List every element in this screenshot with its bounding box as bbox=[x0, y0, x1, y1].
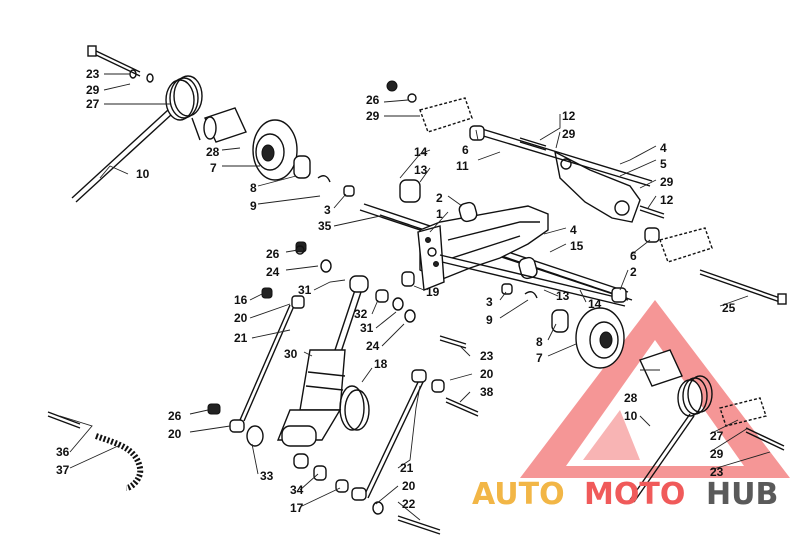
callout-label: 6 bbox=[462, 143, 469, 157]
callout-label: 26 bbox=[266, 247, 280, 261]
shock-absorber bbox=[276, 275, 370, 447]
callout-label: 10 bbox=[624, 409, 638, 423]
triangle-logo-icon bbox=[520, 300, 790, 478]
callout-label: 32 bbox=[354, 307, 368, 321]
callout-label: 29 bbox=[660, 175, 674, 189]
right-spacer-tube bbox=[639, 349, 683, 387]
long-bolt bbox=[699, 269, 787, 305]
rubber-bumper bbox=[47, 411, 144, 491]
callout-label: 4 bbox=[570, 223, 577, 237]
callout-label: 24 bbox=[366, 339, 380, 353]
callout-label: 23 bbox=[710, 465, 724, 479]
link-rod bbox=[351, 369, 427, 501]
bolt bbox=[745, 427, 785, 451]
callout-label: 23 bbox=[86, 67, 100, 81]
callout-label: 3 bbox=[324, 203, 331, 217]
right-idler-wheel bbox=[551, 307, 625, 369]
callout-label: 13 bbox=[414, 163, 428, 177]
lower-shaft bbox=[439, 254, 629, 307]
callout-label: 24 bbox=[266, 265, 280, 279]
callout-label: 29 bbox=[366, 109, 380, 123]
callout-label: 35 bbox=[318, 219, 332, 233]
callout-label: 25 bbox=[722, 301, 736, 315]
callout-label: 21 bbox=[400, 461, 414, 475]
callout-labels: 23 29 27 10 28 7 8 9 3 35 26 29 14 13 6 … bbox=[56, 67, 736, 515]
callout-label: 33 bbox=[260, 469, 274, 483]
rear-arm-weldment bbox=[417, 201, 549, 291]
shock-bracket bbox=[469, 125, 660, 243]
callout-label: 28 bbox=[624, 391, 638, 405]
callout-label: 20 bbox=[168, 427, 182, 441]
callout-label: 15 bbox=[570, 239, 584, 253]
callout-label: 9 bbox=[250, 199, 257, 213]
callout-label: 10 bbox=[136, 167, 150, 181]
callout-label: 31 bbox=[360, 321, 374, 335]
callout-label: 29 bbox=[562, 127, 576, 141]
callout-label: 36 bbox=[56, 445, 70, 459]
callout-label: 27 bbox=[710, 429, 724, 443]
callout-label: 8 bbox=[536, 335, 543, 349]
watermark-auto: AUTO bbox=[472, 477, 565, 512]
callout-label: 1 bbox=[436, 207, 443, 221]
callout-label: 18 bbox=[374, 357, 388, 371]
callout-label: 21 bbox=[234, 331, 248, 345]
hatched-plate bbox=[419, 97, 767, 427]
callout-label: 16 bbox=[234, 293, 248, 307]
callout-label: 27 bbox=[86, 97, 100, 111]
callout-label: 11 bbox=[456, 159, 469, 173]
callout-label: 5 bbox=[660, 157, 667, 171]
callout-label: 37 bbox=[56, 463, 70, 477]
callout-label: 14 bbox=[414, 145, 428, 159]
callout-label: 12 bbox=[562, 109, 576, 123]
callout-label: 26 bbox=[168, 409, 182, 423]
callout-label: 14 bbox=[588, 297, 602, 311]
callout-label: 23 bbox=[480, 349, 494, 363]
callout-label: 38 bbox=[480, 385, 494, 399]
watermark-logo: AUTO MOTO HUB bbox=[472, 477, 778, 512]
leader-lines bbox=[59, 73, 771, 521]
callout-label: 2 bbox=[630, 265, 637, 279]
callout-label: 29 bbox=[86, 83, 100, 97]
callout-label: 20 bbox=[234, 311, 248, 325]
callout-label: 7 bbox=[210, 161, 217, 175]
callout-label: 34 bbox=[290, 483, 304, 497]
callout-label: 12 bbox=[660, 193, 674, 207]
callout-label: 29 bbox=[710, 447, 724, 461]
callout-label: 28 bbox=[206, 145, 220, 159]
callout-label: 17 bbox=[290, 501, 304, 515]
hardware bbox=[207, 80, 665, 535]
callout-label: 6 bbox=[630, 249, 637, 263]
callout-label: 20 bbox=[480, 367, 494, 381]
link-rod bbox=[229, 295, 305, 447]
bolt bbox=[87, 45, 154, 83]
callout-label: 26 bbox=[366, 93, 380, 107]
left-torsion-spring bbox=[71, 75, 203, 203]
callout-label: 13 bbox=[556, 289, 570, 303]
callout-label: 31 bbox=[298, 283, 312, 297]
right-torsion-spring bbox=[629, 375, 713, 503]
callout-label: 9 bbox=[486, 313, 493, 327]
callout-label: 22 bbox=[402, 497, 416, 511]
callout-label: 8 bbox=[250, 181, 257, 195]
watermark-moto: MOTO bbox=[584, 477, 685, 512]
left-spacer-tube bbox=[203, 107, 247, 143]
callout-label: 3 bbox=[486, 295, 493, 309]
callout-label: 7 bbox=[536, 351, 543, 365]
callout-label: 30 bbox=[284, 347, 298, 361]
callout-label: 19 bbox=[426, 285, 440, 299]
left-idler-wheel bbox=[252, 119, 355, 197]
callout-label: 20 bbox=[402, 479, 416, 493]
callout-label: 2 bbox=[436, 191, 443, 205]
o-ring bbox=[339, 385, 365, 431]
watermark-hub: HUB bbox=[706, 477, 778, 512]
callout-label: 4 bbox=[660, 141, 667, 155]
